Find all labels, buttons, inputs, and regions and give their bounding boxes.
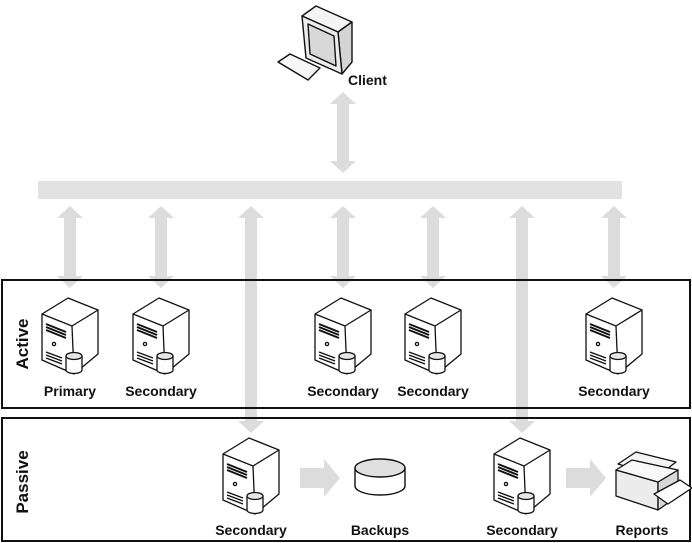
database-server-icon [41,297,99,375]
active-node-label: Secondary [578,383,650,399]
active-node-label: Secondary [125,383,197,399]
active-node-label: Secondary [397,383,469,399]
passive-zone-label: Passive [13,450,32,513]
bus-active-arrow [420,206,446,288]
database-server-icon [314,297,372,375]
active-zone [1,279,691,409]
client-bus-arrow [330,92,356,173]
report-flow-arrow [566,459,606,497]
bus-active-arrow [601,206,627,288]
active-node-label: Secondary [307,383,379,399]
bus-active-arrow [330,206,356,288]
output-label: Reports [616,522,669,538]
bus-active-arrow [148,206,174,288]
client-label: Client [348,72,387,88]
active-node-label: Primary [44,383,96,399]
client-computer-icon [277,5,353,81]
disk-storage-icon [354,458,406,496]
passive-node-label: Secondary [486,522,558,538]
database-server-icon [585,297,643,375]
passive-node-label: Secondary [215,522,287,538]
passive-zone [1,417,691,542]
database-server-icon [493,437,551,515]
arrows [57,92,627,497]
bus-active-arrow [57,206,83,288]
active-zone-label: Active [13,318,32,369]
database-server-icon [404,297,462,375]
database-server-icon [132,297,190,375]
bus-passive-arrow [509,206,535,433]
backup-flow-arrow [300,459,340,497]
network-bus [38,181,622,199]
printer-icon [615,451,692,511]
output-label: Backups [351,522,410,538]
bus-passive-arrow [238,206,264,433]
database-server-icon [222,437,280,515]
